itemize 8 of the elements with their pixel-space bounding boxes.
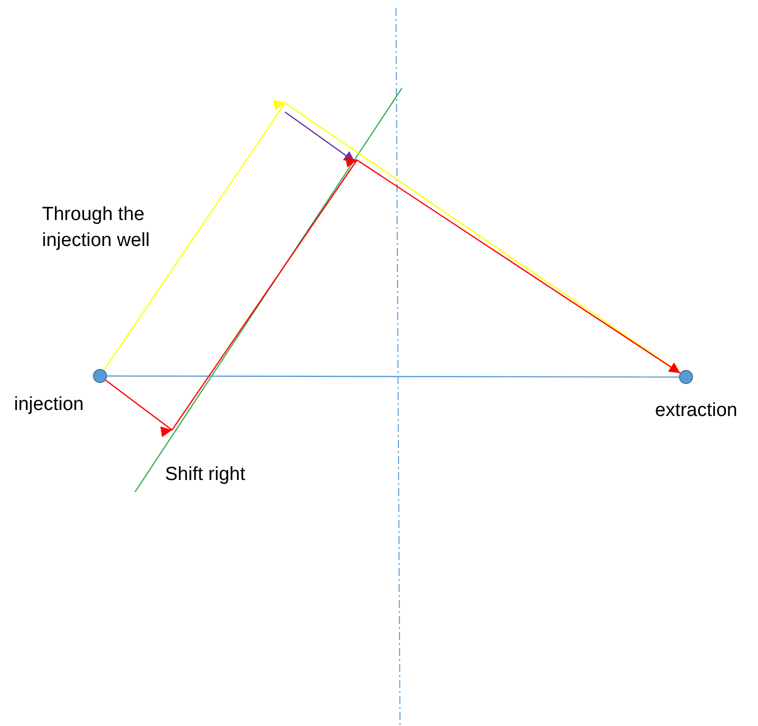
annotation-text: Shift right: [165, 463, 246, 487]
annotation-text: Through the injection well: [42, 203, 151, 253]
well-point: [93, 369, 107, 383]
well-label: extraction: [655, 399, 738, 423]
connector-line: [107, 375, 679, 378]
well-label: injection: [14, 393, 84, 417]
well-point: [679, 370, 693, 384]
arrow: [105, 156, 680, 437]
